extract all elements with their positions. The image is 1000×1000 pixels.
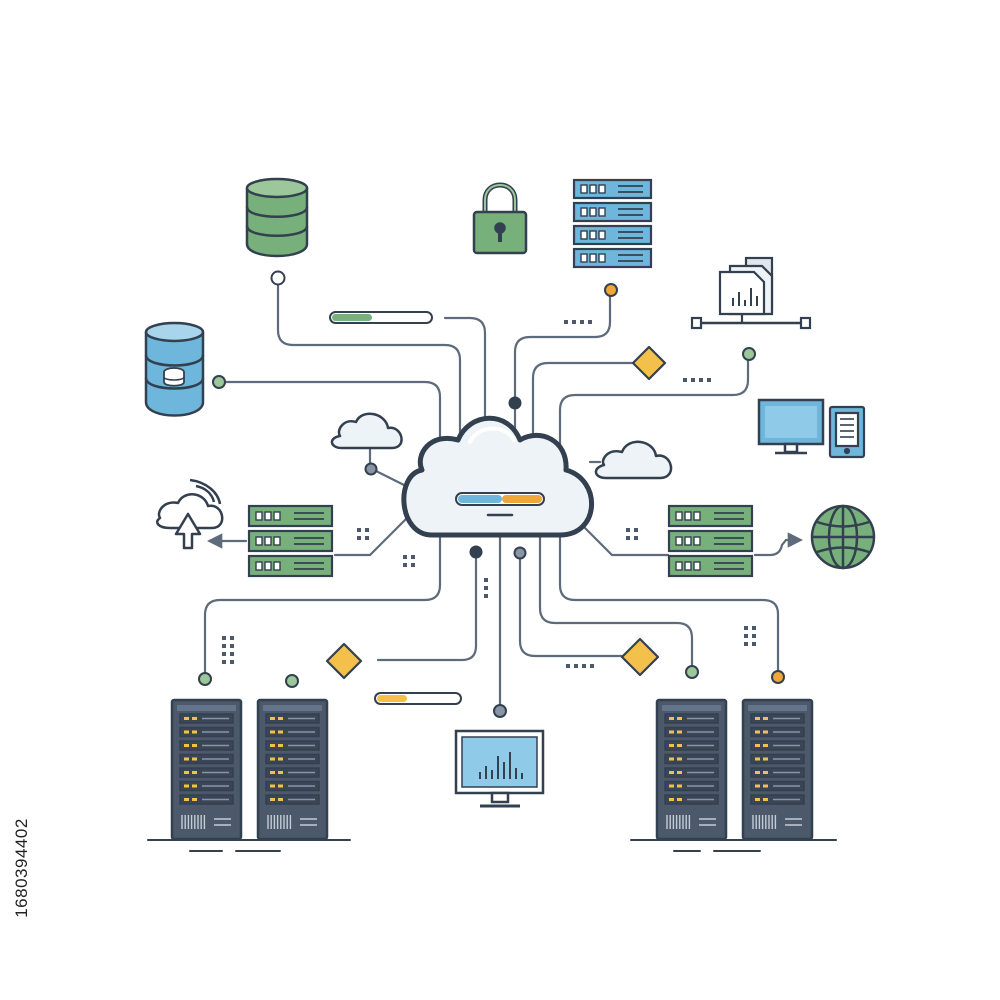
- connector-diamond-right: [518, 551, 624, 658]
- server-towers: [170, 698, 814, 841]
- server-rack-icon-green-left: [247, 504, 334, 578]
- node-dot: [685, 665, 699, 679]
- connector-rack-right: [583, 526, 670, 557]
- connector-rack-left: [333, 513, 412, 557]
- main-cloud-icon: [401, 415, 594, 538]
- small-cloud-left-icon: [330, 412, 403, 450]
- server-rack-icon-green-right: [667, 504, 754, 578]
- monitor-chart-icon: [454, 729, 545, 808]
- node-dot: [513, 546, 527, 560]
- node-dot: [198, 672, 212, 686]
- connector-globe-arrow: [753, 532, 804, 557]
- globe-icon: [810, 504, 876, 570]
- diamond-node-icon: [325, 642, 363, 680]
- progress-bar-bottom: [374, 692, 462, 705]
- node-dot: [771, 670, 785, 684]
- connector-database-left: [221, 380, 442, 460]
- connector-tower-left: [203, 526, 442, 679]
- database-icon-blue: [144, 321, 205, 417]
- connector-diamond-top: [531, 361, 634, 440]
- small-cloud-right-icon: [594, 440, 673, 480]
- node-dot: [493, 704, 507, 718]
- database-icon-green: [245, 177, 309, 258]
- document-network-icon: [690, 256, 812, 330]
- node-dot: [508, 396, 522, 410]
- server-tower-icon: [655, 698, 728, 841]
- connector-server-top: [513, 290, 612, 402]
- connector-lines: [203, 283, 804, 708]
- stock-id-label-container: 1680394402: [10, 748, 34, 988]
- server-tower-icon: [741, 698, 814, 841]
- node-dot: [742, 347, 756, 361]
- server-tower-icon: [256, 698, 329, 841]
- node-dot: [212, 375, 226, 389]
- tablet-icon: [828, 405, 866, 459]
- desktop-computer-icon: [757, 398, 825, 455]
- node-dot: [469, 545, 483, 559]
- progress-bar-top: [329, 311, 433, 324]
- stock-id-label: 1680394402: [12, 818, 31, 918]
- connector-nodes: [198, 270, 785, 718]
- node-dot: [604, 283, 618, 297]
- connector-tower-right-1: [538, 530, 694, 668]
- padlock-icon: [472, 182, 528, 255]
- server-tower-icon: [170, 698, 243, 841]
- node-dot: [364, 462, 378, 476]
- connector-tower-right-2: [558, 526, 780, 676]
- diamond-node-icon: [631, 345, 667, 381]
- connector-document: [558, 356, 750, 450]
- decorative-dots: [222, 320, 756, 668]
- node-dot: [285, 674, 299, 688]
- diamond-node-icon: [620, 637, 660, 677]
- cloud-upload-icon: [156, 478, 224, 550]
- server-rack-icon-blue: [572, 178, 653, 269]
- node-dot: [270, 270, 286, 286]
- ground-lines: [147, 839, 837, 852]
- connector-database-top: [276, 283, 462, 442]
- connector-diamond-bottom: [376, 550, 478, 662]
- connector-progress-top: [443, 316, 487, 434]
